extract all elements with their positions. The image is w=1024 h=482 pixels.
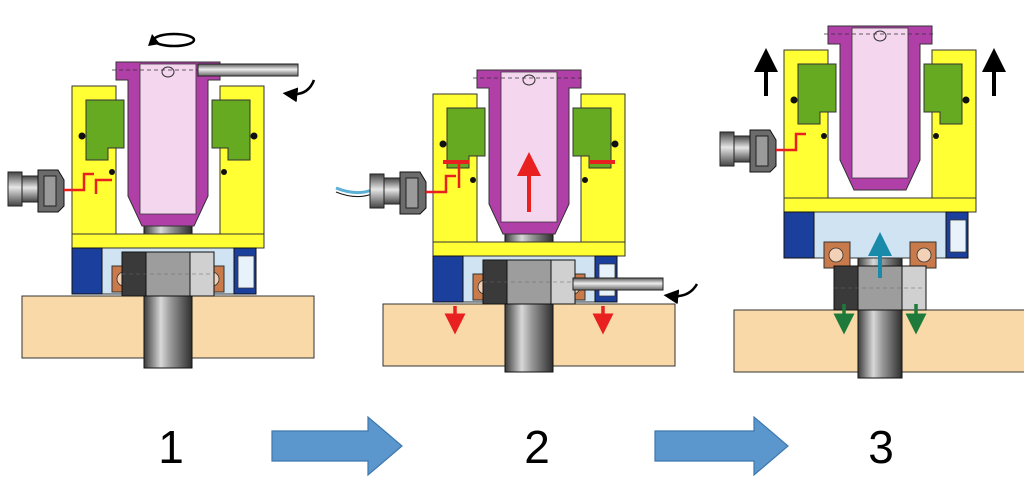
tommy-bar-icon: [197, 63, 299, 77]
step-label-3: 3: [868, 421, 894, 473]
turn-arrow-icon: [663, 283, 699, 305]
hose-icon: [335, 186, 373, 195]
nut-icon: [482, 259, 576, 305]
process-arrow-1-to-2: [271, 415, 403, 477]
step-label-2: 2: [524, 421, 550, 473]
tensioner-body: [783, 25, 977, 259]
step-label-1: 1: [158, 421, 184, 473]
step-2-assembly: [382, 69, 699, 373]
rotation-arrow-icon: [148, 32, 196, 48]
step-3-assembly: [733, 25, 1024, 379]
process-arrow-2-to-3: [654, 415, 789, 477]
nut-icon: [121, 251, 215, 297]
tommy-bar-icon: [572, 277, 664, 291]
turn-arrow-icon: [282, 79, 316, 103]
step-1-assembly: [21, 32, 316, 369]
